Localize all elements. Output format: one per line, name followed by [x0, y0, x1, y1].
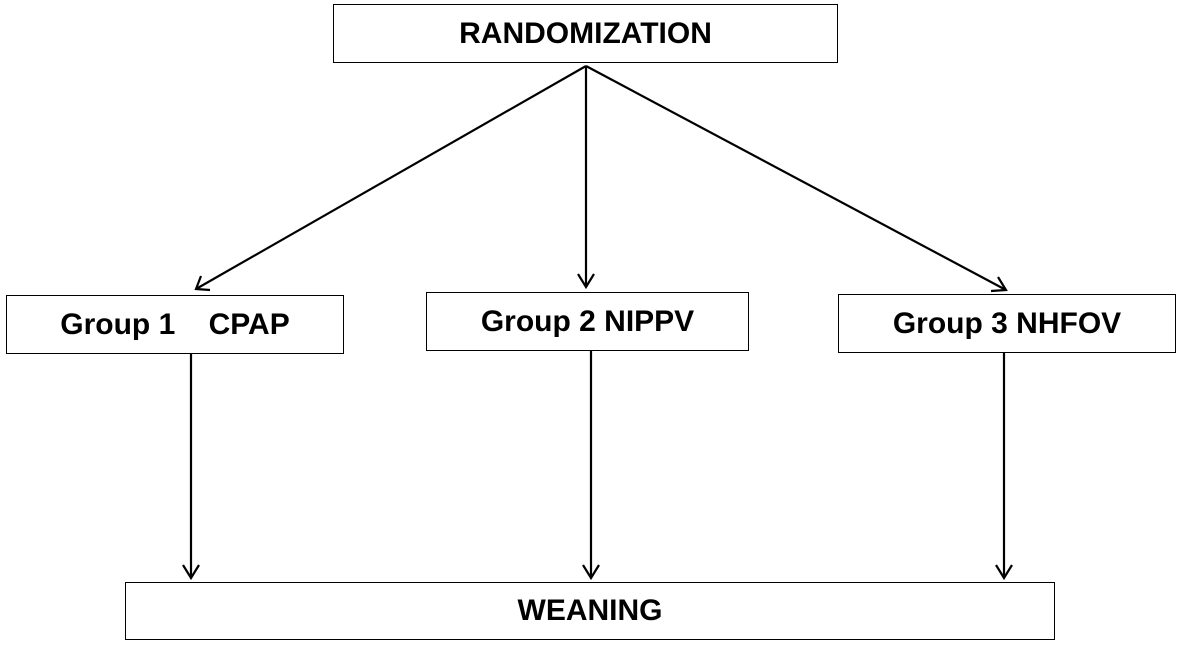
weaning-box: WEANING	[125, 582, 1055, 640]
arrowhead-weaning-1	[182, 564, 200, 581]
arrow-randomization-to-group1	[195, 65, 587, 290]
weaning-label: WEANING	[517, 594, 663, 627]
group3-label: Group 3 NHFOV	[892, 306, 1122, 340]
group3-box: Group 3 NHFOV	[838, 294, 1176, 353]
arrowhead-group2	[577, 273, 595, 290]
group1-label: Group 1 CPAP	[60, 307, 290, 341]
group2-box: Group 2 NIPPV	[426, 292, 749, 351]
group1-box: Group 1 CPAP	[6, 295, 344, 354]
arrowhead-group3	[990, 276, 1008, 293]
arrowhead-group1	[194, 275, 211, 292]
randomization-label: RANDOMIZATION	[459, 16, 712, 50]
arrow-randomization-to-group3	[585, 65, 1007, 291]
group2-label: Group 2 NIPPV	[480, 304, 695, 338]
arrowhead-weaning-3	[995, 564, 1013, 581]
arrowhead-weaning-2	[582, 564, 600, 581]
randomization-box: RANDOMIZATION	[333, 4, 838, 63]
